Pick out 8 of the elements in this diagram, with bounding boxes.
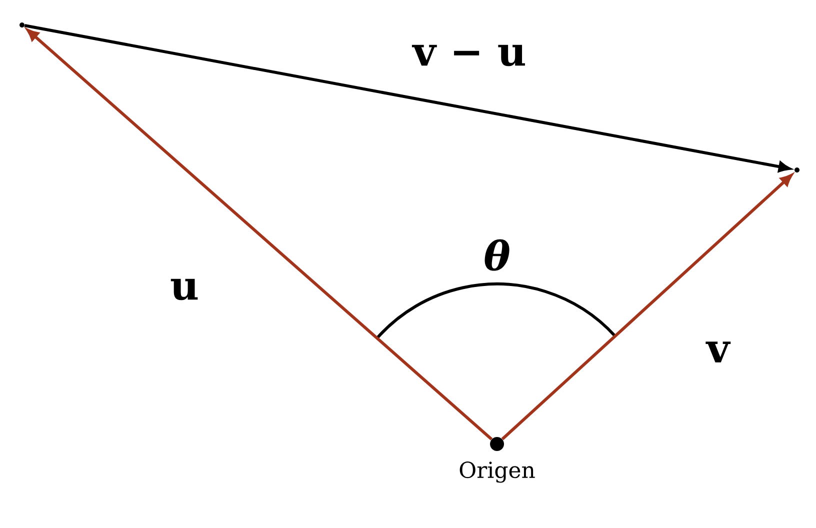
point-label: Origen — [460, 462, 535, 483]
origin-dot — [490, 437, 504, 451]
vector-label: v — [706, 342, 731, 362]
vector-tip — [20, 22, 24, 28]
vector-label: u — [170, 278, 198, 300]
angle-label: θ — [484, 239, 510, 271]
vector-arrow — [501, 174, 792, 440]
vector-tip — [794, 168, 800, 172]
